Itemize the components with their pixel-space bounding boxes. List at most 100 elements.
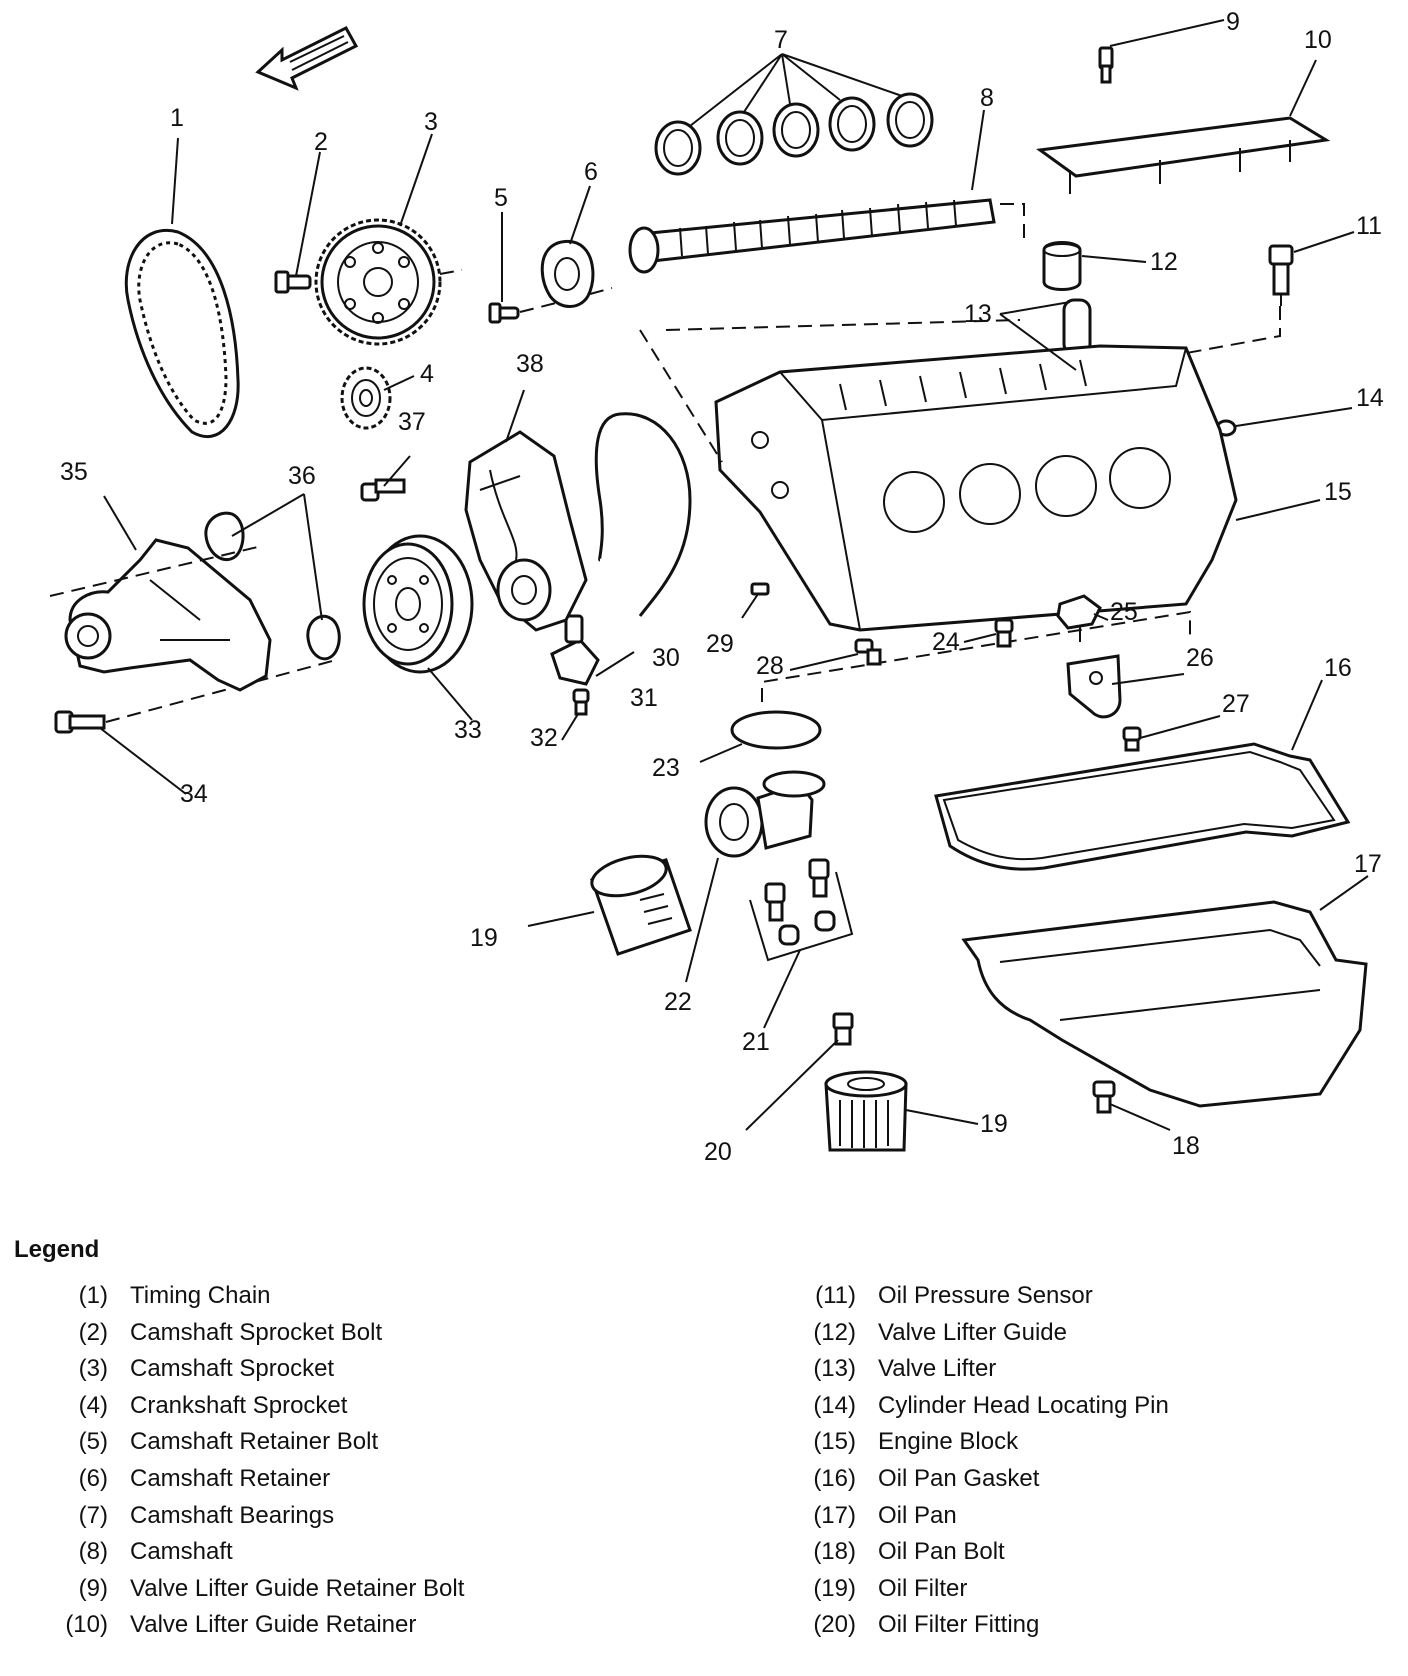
bolt-32-part — [572, 688, 590, 716]
legend-column-left: (1) Timing Chain (2)Camshaft Sprocket Bol… — [52, 1282, 464, 1648]
legend-column-right: (11)Oil Pressure Sensor (12)Valve Lifter… — [800, 1282, 1169, 1648]
callout-12: 12 — [1150, 248, 1178, 276]
front-direction-arrow-icon — [255, 26, 359, 91]
callout-16: 16 — [1324, 654, 1352, 682]
legend-item-label: Cylinder Head Locating Pin — [878, 1391, 1169, 1419]
legend-item-label: Valve Lifter Guide Retainer Bolt — [130, 1574, 465, 1602]
legend-item: (2)Camshaft Sprocket Bolt — [52, 1319, 464, 1356]
valve-lifter-guide-part — [1042, 241, 1082, 291]
bolt-37-part — [360, 478, 406, 502]
legend-item-label: Camshaft Retainer Bolt — [130, 1428, 379, 1456]
camshaft-sprocket-part — [314, 218, 442, 346]
legend-item-number: (16) — [813, 1464, 856, 1492]
oil-filter-adapter-seal-part — [730, 710, 822, 750]
valve-lifter-guide-retainer-part — [1036, 116, 1331, 194]
legend-item-label: Oil Pan Gasket — [878, 1464, 1040, 1492]
camshaft-bearings-part — [654, 92, 934, 176]
legend-item-label: Valve Lifter Guide — [878, 1318, 1067, 1346]
legend-item: (12)Valve Lifter Guide — [800, 1319, 1169, 1356]
legend-title: Legend — [14, 1236, 100, 1263]
legend-item-number: (13) — [813, 1355, 856, 1383]
callout-20: 20 — [704, 1138, 732, 1166]
legend-item-label: Valve Lifter Guide Retainer — [130, 1611, 417, 1639]
legend-item-number: (10) — [65, 1611, 108, 1639]
oil-pan-bolt-part — [1092, 1080, 1116, 1114]
dowel-pin-29-part — [750, 582, 770, 596]
bolt-28-part — [854, 638, 882, 666]
legend-item: (9)Valve Lifter Guide Retainer Bolt — [52, 1574, 465, 1612]
legend-item-label: Camshaft Retainer — [130, 1464, 331, 1492]
callout-33: 33 — [454, 716, 482, 744]
callout-9: 9 — [1226, 8, 1240, 36]
legend-item-number: (5) — [78, 1428, 108, 1456]
callout-4: 4 — [420, 360, 434, 388]
legend-item-label: Timing Chain — [130, 1282, 271, 1309]
legend-item: (10) Valve Lifter Guide Retainer — [52, 1611, 464, 1648]
oil-filter-adapter-bolts-part — [764, 858, 836, 946]
legend-item: (19) Oil Filter — [800, 1575, 1169, 1612]
part-26-plate — [1066, 654, 1122, 719]
callout-34: 34 — [180, 780, 208, 808]
legend-item-label: Camshaft Sprocket — [130, 1355, 335, 1383]
callout-labels: 1 2 3 4 5 6 7 8 9 10 11 12 13 14 15 16 1… — [60, 8, 1384, 1166]
callout-1: 1 — [170, 104, 184, 132]
legend-item: (11)Oil Pressure Sensor — [800, 1282, 1169, 1319]
legend-item: (20)Oil Filter Fitting — [800, 1611, 1169, 1648]
engine-exploded-view-diagram: 1 2 3 4 5 6 7 8 9 10 11 12 13 14 15 16 1… — [49, 8, 1384, 1166]
oil-filter-fitting-part — [832, 1012, 854, 1046]
legend-item-label: Camshaft Bearings — [130, 1501, 335, 1529]
legend-item-label: Oil Pan — [878, 1501, 957, 1529]
callout-30: 30 — [652, 644, 680, 672]
callout-38: 38 — [516, 350, 544, 378]
legend-item-number: (1) — [78, 1282, 108, 1309]
legend-item-number: (3) — [78, 1355, 108, 1383]
legend-item-number: (11) — [815, 1282, 856, 1309]
camshaft-retainer-part — [540, 240, 595, 308]
crankshaft-sprocket-part — [340, 366, 392, 430]
legend-item: (14)Cylinder Head Locating Pin — [800, 1392, 1169, 1429]
callout-28: 28 — [756, 652, 784, 680]
callout-10: 10 — [1304, 26, 1332, 54]
legend-item-number: (4) — [78, 1391, 108, 1419]
part-25 — [1056, 594, 1102, 642]
camshaft-sprocket-bolt-part — [274, 270, 312, 294]
crankshaft-balancer-part — [362, 534, 474, 674]
callout-18: 18 — [1172, 1132, 1200, 1160]
legend-item: (3) Camshaft Sprocket — [52, 1355, 464, 1392]
timing-chain-part — [124, 229, 240, 439]
legend-item-number: (15) — [813, 1428, 856, 1456]
legend-item: (5) Camshaft Retainer Bolt — [52, 1428, 464, 1465]
callout-21: 21 — [742, 1028, 770, 1056]
legend-item-label: Valve Lifter — [878, 1355, 997, 1383]
callout-19-b: 19 — [980, 1110, 1008, 1138]
callout-7: 7 — [774, 26, 788, 54]
callout-26: 26 — [1186, 644, 1214, 672]
bolt-27-part — [1122, 726, 1142, 752]
legend-item-number: (7) — [78, 1501, 108, 1529]
legend-item-label: Engine Block — [878, 1428, 1019, 1456]
callout-19-a: 19 — [470, 924, 498, 952]
legend-item-number: (6) — [78, 1464, 108, 1492]
legend-item: (13) Valve Lifter — [800, 1355, 1169, 1392]
camshaft-retainer-bolt-part — [488, 302, 520, 324]
legend-item: (6) Camshaft Retainer — [52, 1465, 464, 1502]
oil-filter-part — [824, 1070, 908, 1152]
callout-6: 6 — [584, 158, 598, 186]
legend-item-number: (17) — [813, 1501, 856, 1529]
callout-31: 31 — [630, 684, 658, 712]
legend-item-number: (19) — [813, 1574, 856, 1602]
bolt-24-part — [994, 618, 1014, 648]
legend-item: (17) Oil Pan — [800, 1502, 1169, 1539]
callout-15: 15 — [1324, 478, 1352, 506]
callout-5: 5 — [494, 184, 508, 212]
oil-filter-part — [590, 854, 692, 956]
legend-item: (4)Crankshaft Sprocket — [52, 1392, 464, 1429]
callout-24: 24 — [932, 628, 960, 656]
valve-lifter-guide-retainer-bolt-part — [1098, 46, 1114, 84]
callout-27: 27 — [1222, 690, 1250, 718]
legend-item-number: (8) — [78, 1538, 108, 1566]
legend-item: (8)Camshaft — [52, 1538, 464, 1575]
legend-item-label: Oil Filter — [878, 1574, 968, 1602]
oil-pan-part — [961, 900, 1368, 1108]
legend-item: (18)Oil Pan Bolt — [800, 1538, 1169, 1575]
